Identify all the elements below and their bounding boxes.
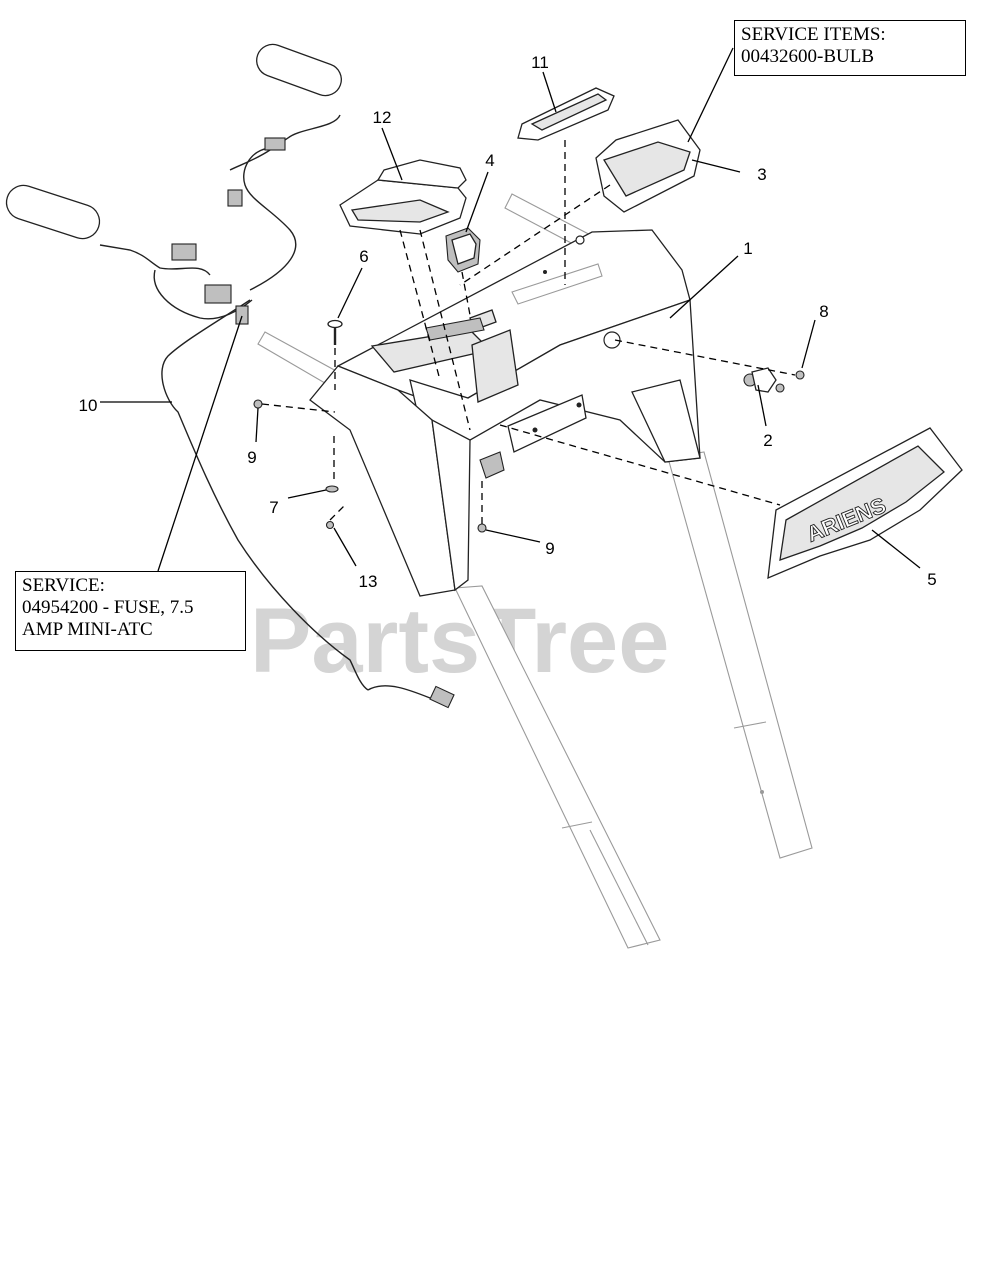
assembly-lines <box>261 140 796 524</box>
service-fuse-callout: SERVICE: 04954200 - FUSE, 7.5 AMP MINI-A… <box>15 571 246 651</box>
lower-handle-left <box>454 585 661 949</box>
part-number-11: 11 <box>531 53 549 72</box>
headlight <box>595 119 701 213</box>
part-number-1: 1 <box>743 239 752 258</box>
washer <box>325 485 339 493</box>
part-number-6: 6 <box>359 247 368 266</box>
part-number-10: 10 <box>79 396 98 415</box>
mounting-bracket <box>743 367 785 393</box>
service-fuse-desc: AMP MINI-ATC <box>22 619 153 640</box>
hex-nut <box>795 370 805 380</box>
part-number-12: 12 <box>373 108 392 127</box>
self-tap-screw <box>325 520 335 530</box>
part-number-labels: 11 12 4 3 1 6 8 10 2 9 7 9 13 5 <box>79 53 937 591</box>
part-number-8: 8 <box>819 302 828 321</box>
service-items-title: SERVICE ITEMS: <box>741 24 886 45</box>
switch-cover <box>339 159 467 235</box>
part-number-7: 7 <box>269 498 278 517</box>
light-lens <box>517 87 615 141</box>
screw-lower <box>477 523 487 533</box>
connector-top <box>264 137 286 151</box>
service-items-callout: SERVICE ITEMS: 00432600-BULB <box>734 20 966 76</box>
upper-handle-left <box>257 331 339 387</box>
brand-plate: ARIENS <box>767 427 963 580</box>
part-number-9-left: 9 <box>247 448 256 467</box>
screw-left <box>253 399 263 409</box>
fuse-holder <box>227 189 243 207</box>
connector-mid <box>171 243 197 261</box>
connector-main <box>204 284 232 304</box>
part-number-13: 13 <box>359 572 378 591</box>
part-number-2: 2 <box>763 431 772 450</box>
service-fuse-title: SERVICE: <box>22 575 105 596</box>
service-items-bulb: 00432600-BULB <box>741 46 874 67</box>
grip-right <box>256 43 342 97</box>
part-number-5: 5 <box>927 570 936 589</box>
service-fuse-part: 04954200 - FUSE, 7.5 <box>22 597 194 618</box>
part-number-3: 3 <box>757 165 766 184</box>
fuse <box>235 305 249 325</box>
carriage-bolt <box>327 319 343 345</box>
leader-lines <box>100 47 921 572</box>
rocker-switch <box>445 227 481 273</box>
grip-left <box>5 184 101 240</box>
part-number-9-lower: 9 <box>545 539 554 558</box>
connector-end <box>429 685 455 709</box>
part-number-4: 4 <box>485 151 494 170</box>
dash-panel-console <box>309 229 701 597</box>
wire-harness <box>5 43 455 709</box>
watermark: PartsTree <box>250 590 669 692</box>
